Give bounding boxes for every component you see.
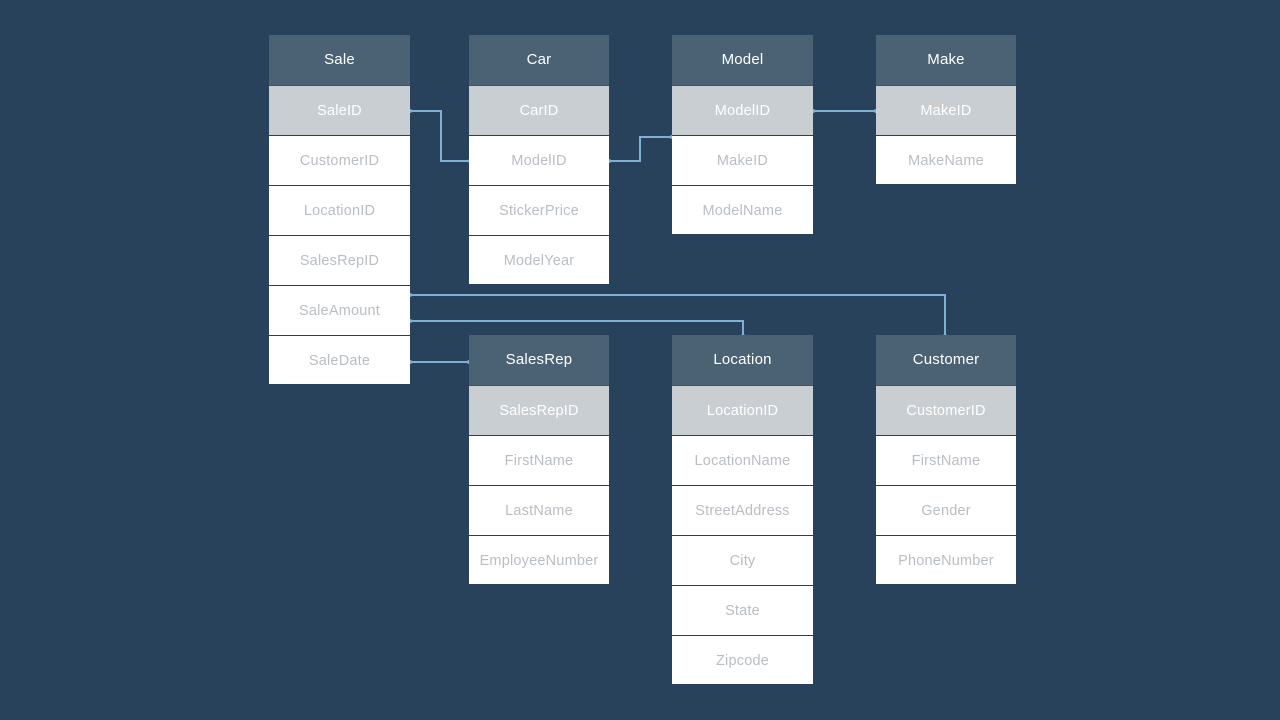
entity-title-location: Location [672,335,813,385]
entity-title-model: Model [672,35,813,85]
field-locationname[interactable]: LocationName [672,435,813,485]
field-makename[interactable]: MakeName [876,135,1016,185]
field-phonenumber[interactable]: PhoneNumber [876,535,1016,585]
field-state[interactable]: State [672,585,813,635]
entity-title-customer: Customer [876,335,1016,385]
field-employeenumber[interactable]: EmployeeNumber [469,535,609,585]
field-firstname[interactable]: FirstName [469,435,609,485]
field-modelname[interactable]: ModelName [672,185,813,235]
connector-sale-to-customer [410,294,946,336]
field-customerid[interactable]: CustomerID [269,135,410,185]
field-lastname[interactable]: LastName [469,485,609,535]
connector-car-to-model [609,136,672,162]
field-saledate[interactable]: SaleDate [269,335,410,385]
field-makeid[interactable]: MakeID [672,135,813,185]
field-streetaddress[interactable]: StreetAddress [672,485,813,535]
field-zipcode[interactable]: Zipcode [672,635,813,685]
pk-field-saleid[interactable]: SaleID [269,85,410,135]
entity-title-car: Car [469,35,609,85]
pk-field-salesrepid[interactable]: SalesRepID [469,385,609,435]
connector-sale-to-location [410,320,744,336]
field-gender[interactable]: Gender [876,485,1016,535]
entity-title-make: Make [876,35,1016,85]
pk-field-carid[interactable]: CarID [469,85,609,135]
pk-field-modelid[interactable]: ModelID [672,85,813,135]
field-saleamount[interactable]: SaleAmount [269,285,410,335]
field-modelyear[interactable]: ModelYear [469,235,609,285]
field-city[interactable]: City [672,535,813,585]
entity-title-salesrep: SalesRep [469,335,609,385]
field-salesrepid[interactable]: SalesRepID [269,235,410,285]
field-stickerprice[interactable]: StickerPrice [469,185,609,235]
entity-title-sale: Sale [269,35,410,85]
field-locationid[interactable]: LocationID [269,185,410,235]
pk-field-locationid[interactable]: LocationID [672,385,813,435]
field-firstname[interactable]: FirstName [876,435,1016,485]
connector-sale-to-car [410,110,470,162]
pk-field-makeid[interactable]: MakeID [876,85,1016,135]
pk-field-customerid[interactable]: CustomerID [876,385,1016,435]
field-modelid[interactable]: ModelID [469,135,609,185]
